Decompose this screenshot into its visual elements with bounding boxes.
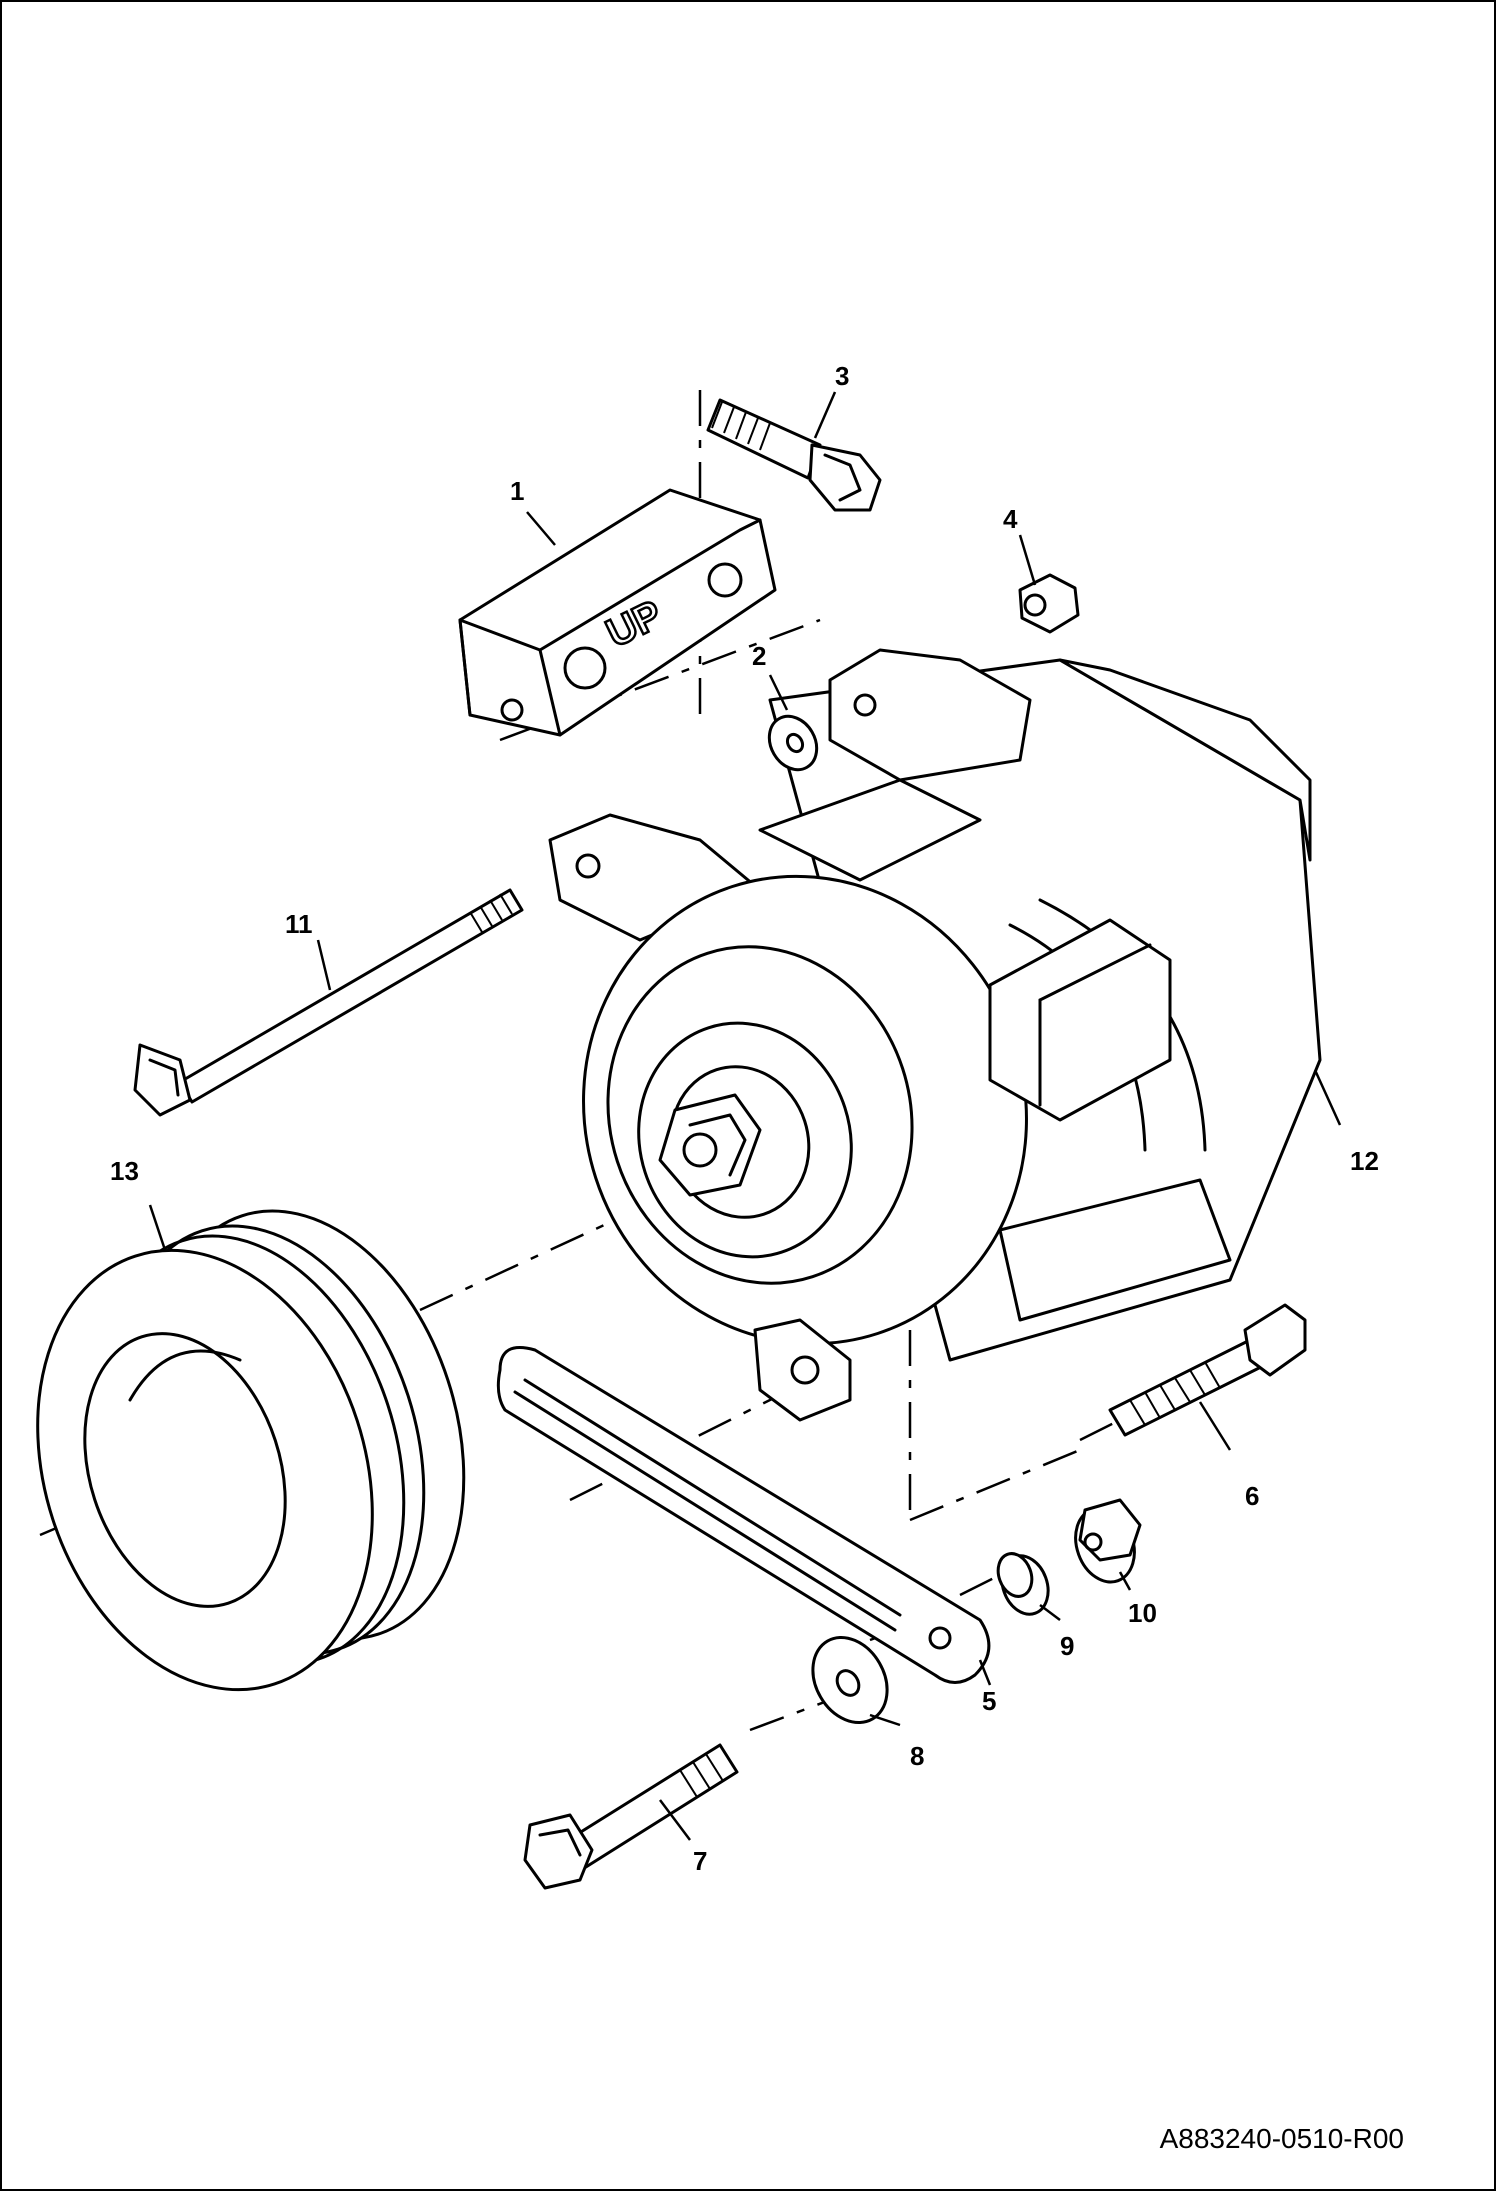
callout-2: 2 <box>752 641 766 671</box>
flange-nut-right <box>1074 1498 1142 1584</box>
pulley <box>36 1209 466 1692</box>
long-bolt <box>133 888 524 1117</box>
washer-lower <box>811 1635 889 1725</box>
callout-5: 5 <box>982 1686 996 1716</box>
flange-bolt-right <box>1108 1303 1307 1437</box>
callout-10: 10 <box>1128 1598 1157 1628</box>
callout-4: 4 <box>1003 504 1018 534</box>
flange-bolt-top <box>706 398 882 512</box>
callout-13: 13 <box>110 1156 139 1186</box>
leader-lines <box>148 391 1342 1841</box>
drawing-id: A883240-0510-R00 <box>1159 2123 1404 2154</box>
callout-3: 3 <box>835 361 849 391</box>
flange-bolt-lower <box>523 1743 739 1890</box>
flange-nut-top <box>1018 573 1080 634</box>
alternator <box>548 648 1322 1422</box>
callout-1: 1 <box>510 476 524 506</box>
callout-9: 9 <box>1060 1631 1074 1661</box>
bracket: UP <box>458 488 777 737</box>
spacer <box>996 1552 1050 1616</box>
callout-6: 6 <box>1245 1481 1259 1511</box>
washer-top <box>767 714 819 772</box>
callout-8: 8 <box>910 1741 924 1771</box>
callout-11: 11 <box>285 909 313 939</box>
callouts: 1 2 3 4 5 6 7 8 9 10 11 12 13 <box>110 361 1379 1876</box>
adjusting-link <box>496 1346 991 1684</box>
callout-12: 12 <box>1350 1146 1379 1176</box>
callout-7: 7 <box>693 1846 707 1876</box>
